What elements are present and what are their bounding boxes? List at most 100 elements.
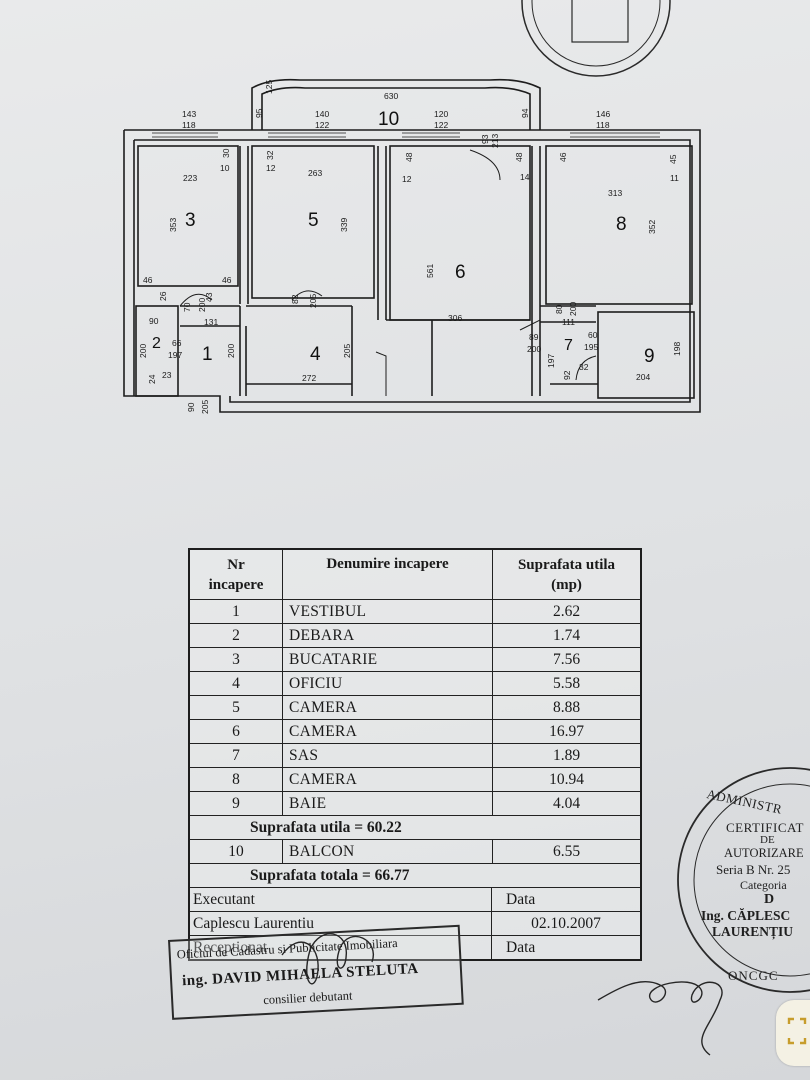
row-name: DEBARA [283,624,493,647]
svg-text:32: 32 [579,362,589,372]
scan-icon [787,1017,807,1045]
row-nr: 9 [190,792,283,815]
balcony-outline [251,78,541,130]
seal-certificat: CERTIFICAT [726,820,804,835]
svg-text:200: 200 [138,344,148,358]
row-area: 8.88 [552,699,581,716]
header-nr: Nr incapere [190,550,283,599]
svg-text:198: 198 [672,342,682,356]
svg-text:205: 205 [342,344,352,358]
row-name: CAMERA [283,696,493,719]
svg-text:352: 352 [647,220,657,234]
svg-text:48: 48 [404,152,414,162]
signature-receptionat [281,933,375,985]
row-nr: 10 [190,840,283,863]
seal-de: DE [760,834,775,846]
svg-text:82: 82 [290,294,300,304]
svg-text:140: 140 [315,109,329,119]
row-nr: 5 [190,696,283,719]
svg-text:94: 94 [520,108,530,118]
row-name: BALCON [283,840,493,863]
row-area: 4.04 [552,795,581,812]
row-nr: 4 [190,672,283,695]
svg-text:90: 90 [149,316,159,326]
svg-text:14: 14 [520,172,530,182]
corner-seal [521,0,671,77]
header-name-text: Denumire incapere [326,556,449,572]
receptionat-date: Data [506,939,536,956]
useful-area-total: Suprafata utila = 60.22 [190,815,640,839]
svg-text:12: 12 [402,174,412,184]
svg-text:46: 46 [143,275,153,285]
svg-text:66: 66 [172,338,182,348]
svg-text:32: 32 [265,150,275,160]
row-name: CAMERA [283,768,493,791]
executant-name-row: Caplescu Laurentiu 02.10.2007 [190,911,640,935]
room-label-4: 4 [310,344,321,365]
row-area: 6.55 [552,843,581,860]
row-nr: 7 [190,744,283,767]
svg-text:93: 93 [480,134,490,144]
svg-text:92: 92 [562,370,572,380]
svg-text:204: 204 [636,372,650,382]
svg-text:46: 46 [558,152,568,162]
svg-text:213: 213 [490,134,500,148]
row-name: BUCATARIE [283,648,493,671]
seal-category-value: D [764,892,775,907]
receptionat-row: Receptionat Data [190,935,640,959]
svg-text:200: 200 [568,302,578,316]
seal-seria: Seria B Nr. 25 [716,862,791,877]
table-header: Nr incapere Denumire incapere Suprafata … [190,550,640,599]
svg-text:118: 118 [596,120,610,130]
svg-text:89: 89 [529,332,539,342]
svg-text:46: 46 [222,275,232,285]
svg-text:24: 24 [147,374,157,384]
receptionat-label: Receptionat [190,936,492,959]
room-area-table: Nr incapere Denumire incapere Suprafata … [188,548,642,961]
svg-text:195: 195 [584,342,598,352]
room-label-1: 1 [202,344,213,365]
row-nr: 2 [190,624,283,647]
row-nr: 1 [190,600,283,623]
app-badge[interactable] [776,1000,810,1066]
row-area: 1.74 [552,627,581,644]
svg-text:313: 313 [608,188,622,198]
svg-text:131: 131 [204,317,218,327]
row-area: 1.89 [552,747,581,764]
seal-oncgc: ONCGC [728,968,779,983]
svg-text:223: 223 [183,173,197,183]
row-area: 2.62 [552,603,581,620]
svg-text:561: 561 [425,264,435,278]
total-area: Suprafata totala = 66.77 [190,863,640,887]
header-area-line1: Suprafata utila [517,556,616,573]
svg-text:200: 200 [226,344,236,358]
svg-text:125: 125 [264,80,274,94]
room-label-2: 2 [152,335,161,352]
svg-text:122: 122 [315,120,329,130]
header-nr-line2: incapere [208,576,264,593]
svg-text:353: 353 [168,218,178,232]
seal-name1: Ing. CĂPLESC [701,908,791,923]
row-area: 10.94 [549,771,584,788]
row-name: OFICIU [283,672,493,695]
svg-text:306: 306 [448,313,462,323]
row-nr: 8 [190,768,283,791]
svg-text:200: 200 [527,344,541,354]
svg-text:90: 90 [186,402,196,412]
svg-text:122: 122 [434,120,448,130]
row-nr: 6 [190,720,283,743]
floor-plan: 10 3 5 6 8 2 1 4 7 9 630 125 95 94 143 1… [123,0,701,414]
room-label-9: 9 [644,346,655,367]
svg-text:272: 272 [302,373,316,383]
executant-name: Caplescu Laurentiu [190,912,492,935]
svg-text:263: 263 [308,168,322,178]
room-label-8: 8 [616,214,627,235]
